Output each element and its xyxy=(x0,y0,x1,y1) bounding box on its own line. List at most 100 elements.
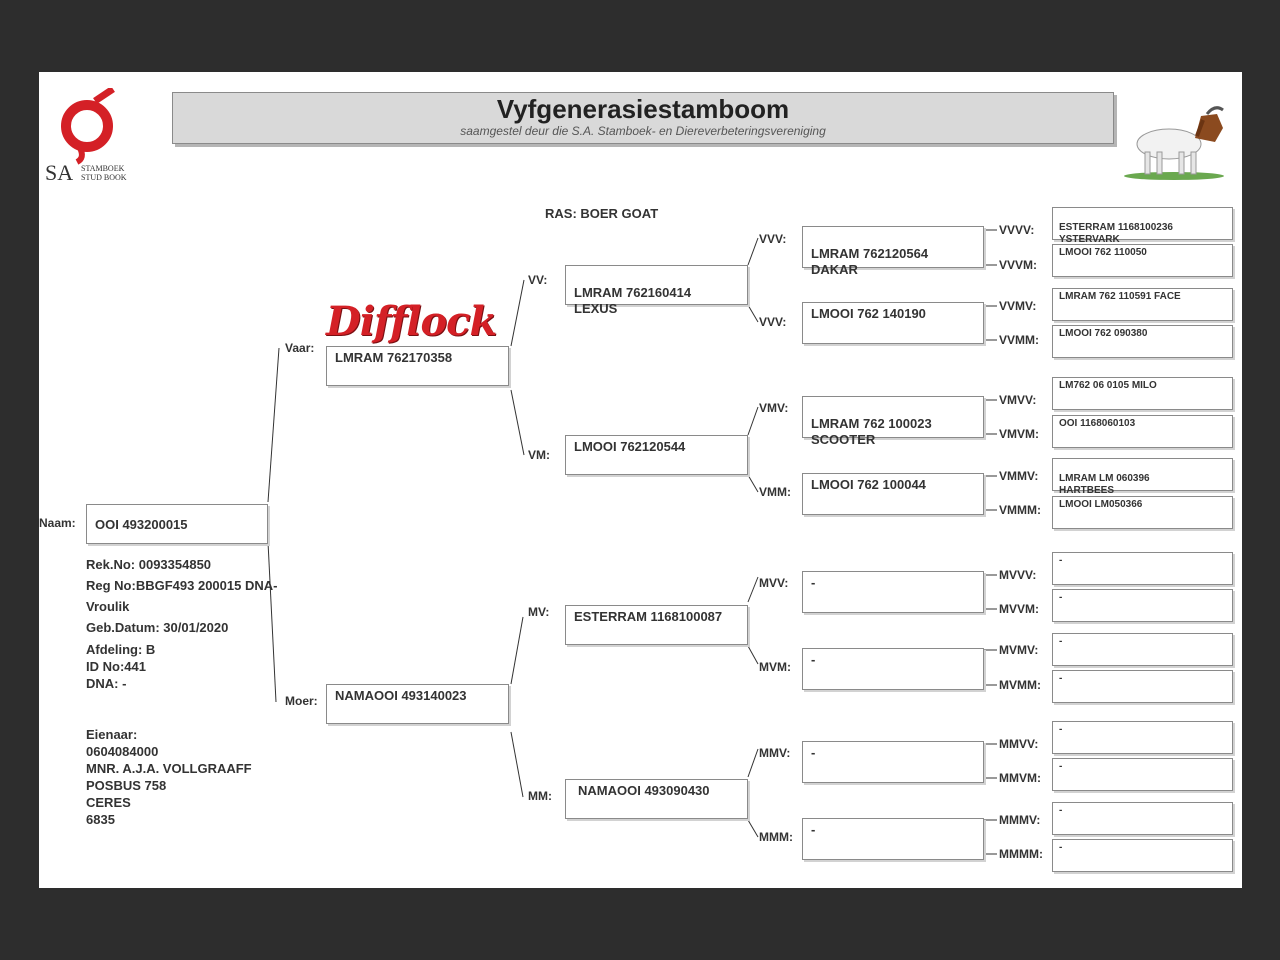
g4-10-value: - xyxy=(1059,636,1063,647)
detail-rek-no: Rek.No: 0093354850 xyxy=(86,557,212,572)
g4-9-value: - xyxy=(1059,592,1063,603)
g4-15-box: - xyxy=(1052,839,1233,872)
g3-5-value: - xyxy=(811,652,816,667)
g4-6-label: VMMV: xyxy=(999,469,1039,483)
g3-4-label: MVV: xyxy=(759,576,789,590)
vm-box: LMOOI 762120544 xyxy=(565,435,748,475)
g4-2-value: LMRAM 762 110591 FACE xyxy=(1059,291,1181,302)
g3-7-label: MMM: xyxy=(759,830,793,844)
g4-11-label: MVMM: xyxy=(999,678,1041,692)
mm-label: MM: xyxy=(528,789,552,803)
g4-11-box: - xyxy=(1052,670,1233,703)
g3-3-value: LMOOI 762 100044 xyxy=(811,477,926,492)
g4-12-label: MMVV: xyxy=(999,737,1039,751)
g4-0-label: VVVV: xyxy=(999,223,1035,237)
g4-10-box: - xyxy=(1052,633,1233,666)
animal-details-2: Afdeling: B ID No:441 DNA: - xyxy=(86,641,155,692)
g3-0-value: LMRAM 762120564 DAKAR xyxy=(811,246,929,277)
g4-3-box: LMOOI 762 090380 xyxy=(1052,325,1233,358)
g4-4-label: VMVV: xyxy=(999,393,1037,407)
g4-15-label: MMMM: xyxy=(999,847,1043,861)
g3-2-box: LMRAM 762 100023 SCOOTER xyxy=(802,396,984,447)
subject-name-box: OOI 493200015 xyxy=(86,504,268,544)
g4-7-box: LMOOI LM050366 xyxy=(1052,496,1233,529)
pedigree-connector-lines xyxy=(267,229,997,855)
owner-id: 0604084000 xyxy=(86,744,159,759)
title-banner: Vyfgenerasiestamboom saamgestel deur die… xyxy=(172,92,1114,144)
g3-5-box: - xyxy=(802,648,984,690)
dam-box: NAMAOOI 493140023 xyxy=(326,684,509,724)
detail-id-no: ID No:441 xyxy=(86,659,146,674)
detail-dna: DNA: - xyxy=(86,676,127,691)
g4-15-value: - xyxy=(1059,842,1063,853)
dam-value: NAMAOOI 493140023 xyxy=(335,688,467,703)
logo-stamboek-text: STAMBOEK xyxy=(81,164,125,173)
difflock-stud-logo: Difflock xyxy=(326,298,497,345)
g3-6-box: - xyxy=(802,741,984,783)
logo-sa-text: SA xyxy=(45,160,74,185)
boer-goat-icon xyxy=(1124,106,1224,180)
g3-5-label: MVM: xyxy=(759,660,791,674)
g4-2-box: LMRAM 762 110591 FACE xyxy=(1052,288,1233,321)
goat-illustration xyxy=(1119,102,1229,182)
owner-name: MNR. A.J.A. VOLLGRAAFF xyxy=(86,761,252,776)
g4-8-value: - xyxy=(1059,555,1063,566)
logo-studbook-text: STUD BOOK xyxy=(81,173,127,182)
g4-2-label: VVMV: xyxy=(999,299,1037,313)
g3-4-box: - xyxy=(802,571,984,613)
g4-7-value: LMOOI LM050366 xyxy=(1059,499,1143,510)
vv-box: LMRAM 762160414 LEXUS xyxy=(565,265,748,316)
owner-postal: POSBUS 758 xyxy=(86,778,167,793)
g4-9-label: MVVM: xyxy=(999,602,1039,616)
g4-5-box: OOI 1168060103 xyxy=(1052,415,1233,448)
dam-label: Moer: xyxy=(285,694,318,708)
g4-1-label: VVVM: xyxy=(999,258,1038,272)
g4-8-label: MVVV: xyxy=(999,568,1037,582)
g4-3-value: LMOOI 762 090380 xyxy=(1059,328,1148,339)
owner-block: Eienaar: 0604084000 MNR. A.J.A. VOLLGRAA… xyxy=(86,726,252,828)
g3-3-box: LMOOI 762 100044 xyxy=(802,473,984,515)
g3-1-box: LMOOI 762 140190 xyxy=(802,302,984,344)
g3-7-box: - xyxy=(802,818,984,860)
g4-13-label: MMVM: xyxy=(999,771,1041,785)
subject-name: OOI 493200015 xyxy=(95,517,188,532)
mv-label: MV: xyxy=(528,605,550,619)
g3-2-label: VMV: xyxy=(759,401,789,415)
g4-7-label: VMMM: xyxy=(999,503,1041,517)
pedigree-sheet: SA STAMBOEK STUD BOOK Vyfgenerasiestambo… xyxy=(39,72,1242,888)
detail-birth-date: Geb.Datum: 30/01/2020 xyxy=(86,620,229,635)
name-label: Naam: xyxy=(39,516,76,530)
g4-13-value: - xyxy=(1059,761,1063,772)
g4-6-box: LMRAM LM 060396 HARTBEES xyxy=(1052,458,1233,496)
g4-14-value: - xyxy=(1059,805,1063,816)
mm-value: NAMAOOI 493090430 xyxy=(578,783,710,798)
g4-10-label: MVMV: xyxy=(999,643,1039,657)
g4-14-box: - xyxy=(1052,802,1233,835)
g3-6-value: - xyxy=(811,745,816,760)
g4-9-box: - xyxy=(1052,589,1233,622)
sa-stamboek-logo: SA STAMBOEK STUD BOOK xyxy=(45,86,145,188)
g4-3-label: VVMM: xyxy=(999,333,1039,347)
detail-sex: Vroulik xyxy=(86,599,130,614)
stamboek-emblem-icon xyxy=(61,86,115,165)
g4-0-box: ESTERRAM 1168100236 YSTERVARK xyxy=(1052,207,1233,245)
vm-label: VM: xyxy=(528,448,550,462)
g4-4-value: LM762 06 0105 MILO xyxy=(1059,380,1157,391)
owner-code: 6835 xyxy=(86,812,115,827)
sire-label: Vaar: xyxy=(285,341,315,355)
g4-6-value: LMRAM LM 060396 HARTBEES xyxy=(1059,473,1150,496)
g3-7-value: - xyxy=(811,822,816,837)
g3-1-label: VVV: xyxy=(759,315,787,329)
g3-0-box: LMRAM 762120564 DAKAR xyxy=(802,226,984,277)
g4-12-box: - xyxy=(1052,721,1233,754)
g4-8-box: - xyxy=(1052,552,1233,585)
g3-0-label: VVV: xyxy=(759,232,787,246)
g4-13-box: - xyxy=(1052,758,1233,791)
owner-label: Eienaar: xyxy=(86,727,138,742)
detail-section: Afdeling: B xyxy=(86,642,156,657)
vm-value: LMOOI 762120544 xyxy=(574,439,686,454)
g4-5-label: VMVM: xyxy=(999,427,1039,441)
g4-5-value: OOI 1168060103 xyxy=(1059,418,1136,429)
mm-box: NAMAOOI 493090430 xyxy=(565,779,748,819)
mv-box: ESTERRAM 1168100087 xyxy=(565,605,748,645)
